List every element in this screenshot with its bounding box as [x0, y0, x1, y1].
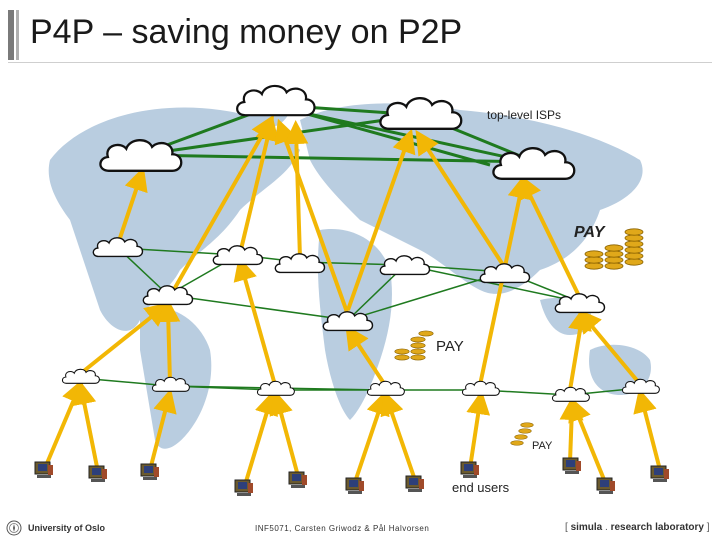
lab-name: [ simula . research laboratory ] [565, 522, 710, 533]
seal-icon [6, 520, 22, 536]
cloud-icon [554, 293, 606, 314]
pay-label-small: PAY [532, 440, 553, 452]
cloud-icon [236, 84, 316, 117]
cloud-icon [366, 380, 405, 396]
cloud-icon [461, 380, 500, 396]
title-divider [8, 62, 712, 63]
traffic-arrows [43, 114, 662, 486]
computer-icon [562, 457, 582, 475]
title-accent-bar [8, 10, 14, 60]
pay-label-large: PAY [574, 224, 605, 241]
lab-research: research laboratory [610, 522, 704, 533]
computer-icon [288, 471, 308, 489]
cloud-icon [379, 255, 431, 276]
computer-icon [88, 465, 108, 483]
cloud-icon [379, 97, 463, 130]
lab-bracket-close: ] [703, 522, 710, 533]
cloud-icon [274, 253, 326, 274]
computer-icon [596, 477, 616, 495]
computer-icon [34, 461, 54, 479]
top-isps-label: top-level ISPs [487, 108, 562, 122]
coin-stack-icon [394, 330, 434, 361]
computer-icon [460, 461, 480, 479]
computer-icon [405, 475, 425, 493]
slide-title: P4P – saving money on P2P [30, 13, 463, 51]
lab-dot: . [602, 522, 611, 533]
computer-icon [234, 479, 254, 497]
university-name: University of Oslo [28, 523, 106, 533]
lab-bracket-open: [ [565, 522, 571, 533]
coin-stack-icon [510, 422, 534, 446]
cloud-icon [256, 380, 295, 396]
slide-footer: University of Oslo INF5071, Carsten Griw… [0, 516, 720, 540]
pay-label-medium: PAY [436, 338, 464, 355]
computer-icon [140, 463, 160, 481]
lab-simula: simula [570, 522, 603, 533]
cloud-icon [61, 368, 100, 384]
course-credit: INF5071, Carsten Griwodz & Pål Halvorsen [255, 524, 430, 533]
computer-icon [345, 477, 365, 495]
cloud-icon [551, 386, 590, 402]
title-accent-bar-light [16, 10, 19, 60]
end-users-label: end users [452, 480, 510, 495]
cloud-icon [212, 245, 264, 266]
end-user-computers [34, 457, 670, 497]
computer-icon [650, 465, 670, 483]
